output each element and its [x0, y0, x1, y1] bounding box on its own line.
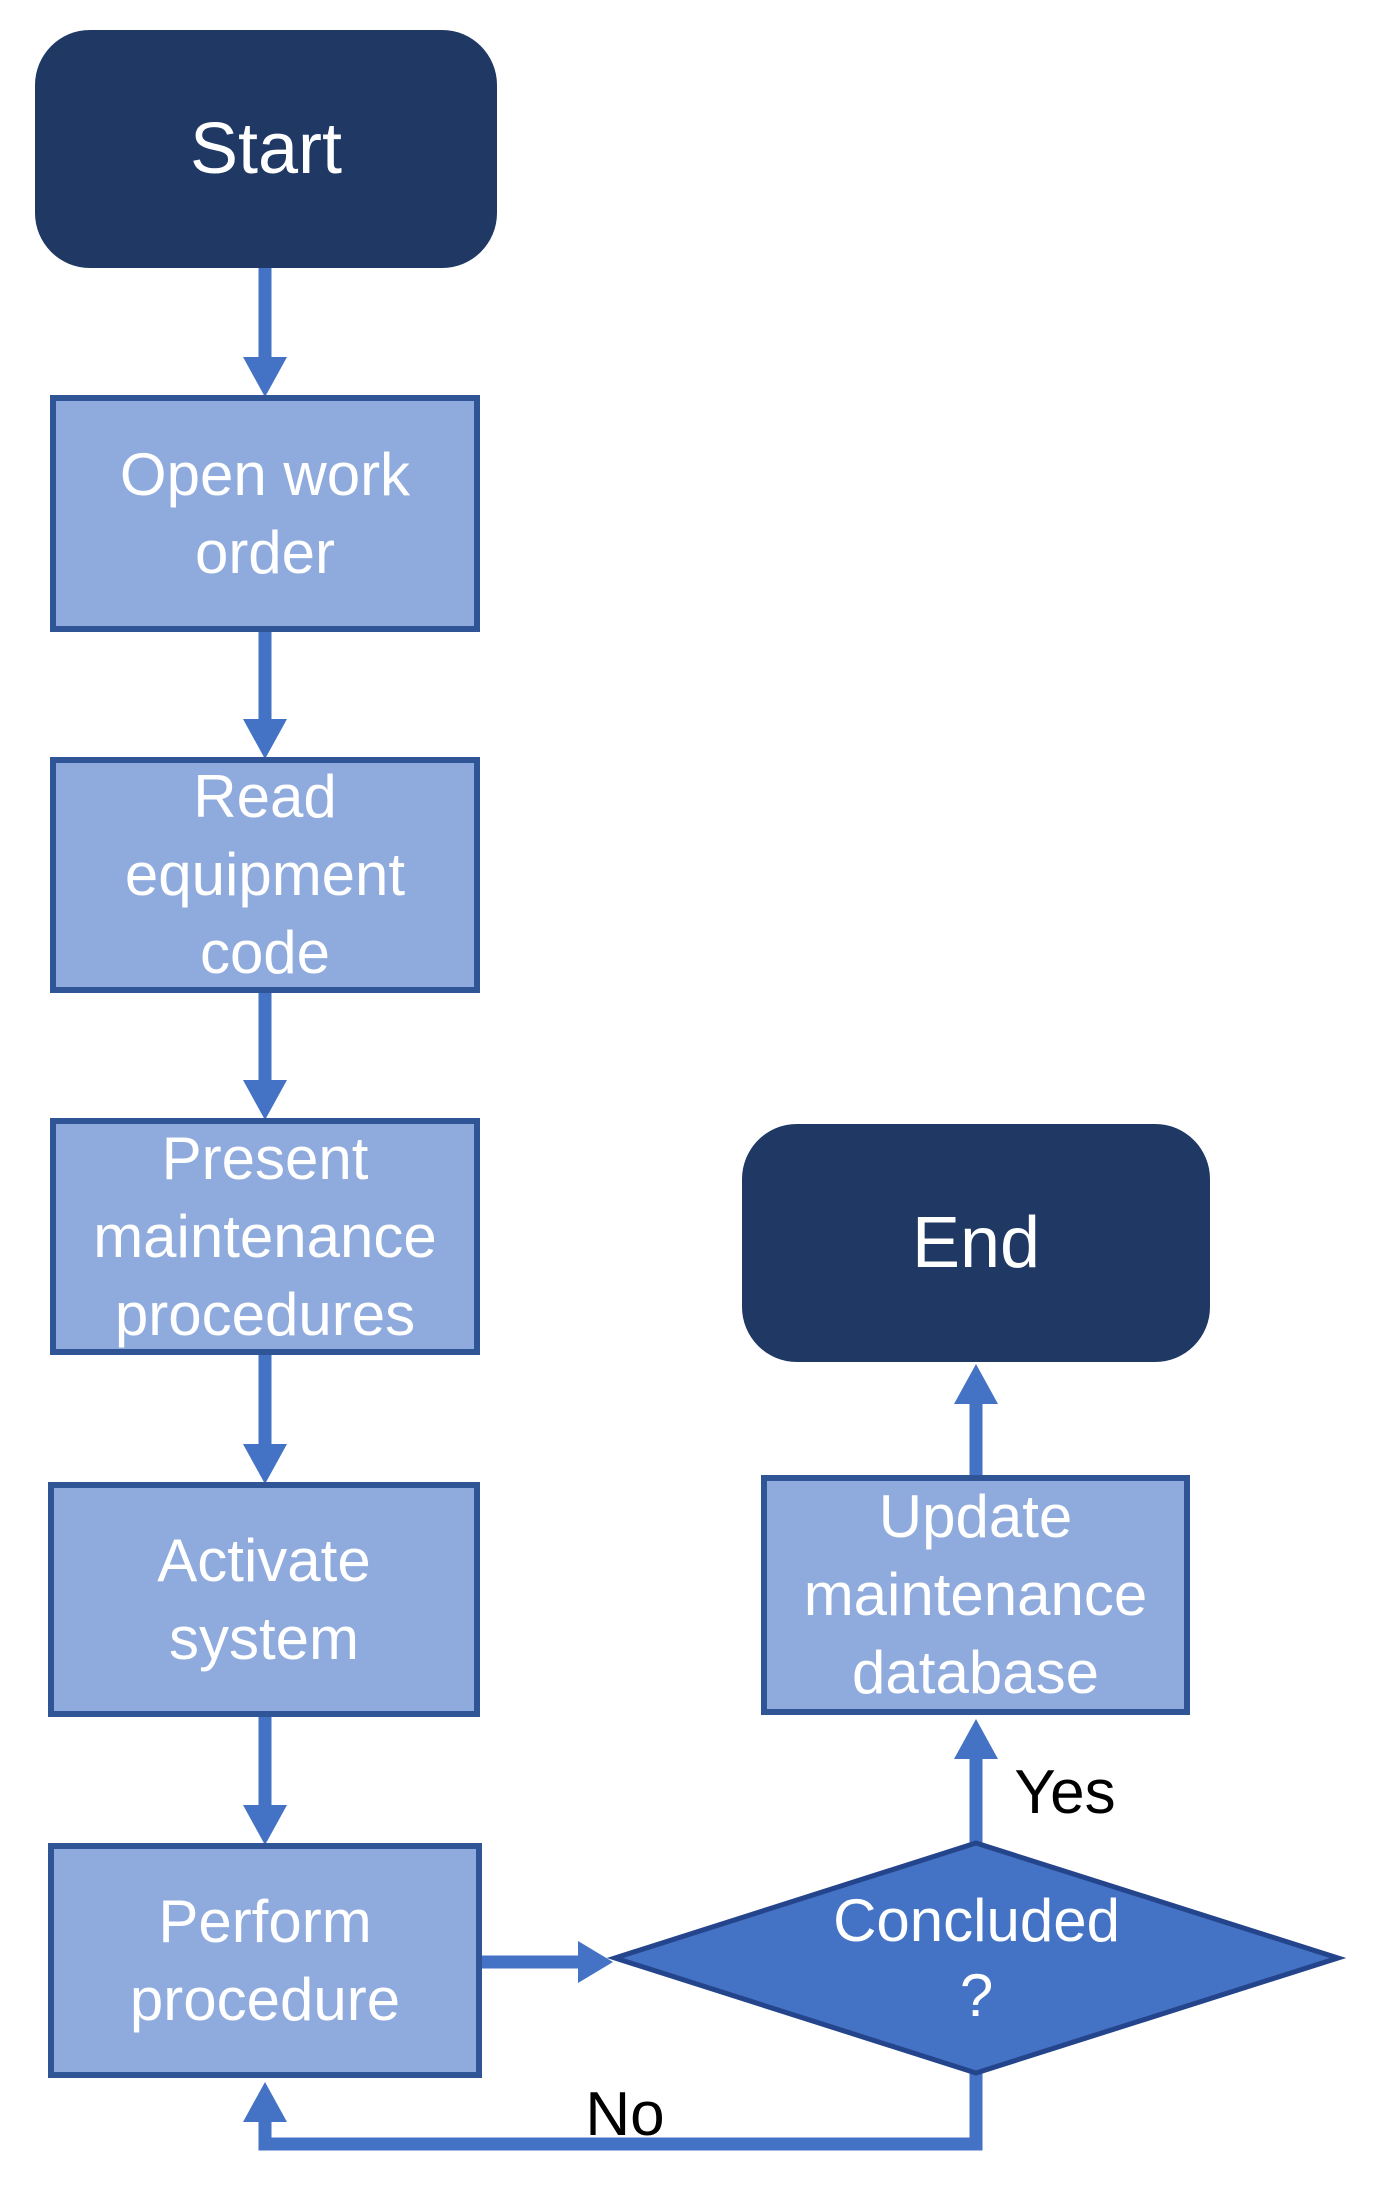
arrow-open-work-order-to-read-equipment-code — [243, 632, 287, 759]
node-perform-procedure-label: Perform procedure — [129, 1887, 401, 2033]
node-update-maintenance-database: Update maintenance database — [761, 1475, 1190, 1715]
node-update-maintenance-database-label: Update maintenance database — [803, 1483, 1148, 1706]
node-end: End — [742, 1124, 1210, 1362]
node-concluded-decision-label: Concluded ? — [833, 1887, 1120, 2029]
node-present-maintenance-procedures: Present maintenance procedures — [50, 1118, 480, 1355]
node-perform-procedure: Perform procedure — [48, 1843, 482, 2078]
node-concluded-decision: Concluded ? — [615, 1843, 1338, 2073]
arrow-present-procedures-to-activate-system — [243, 1355, 287, 1484]
node-read-equipment-code-label: Read equipment code — [124, 763, 406, 986]
node-present-maintenance-procedures-label: Present maintenance procedures — [93, 1124, 437, 1348]
arrow-concluded-no-loop-to-perform-procedure — [243, 2071, 983, 2151]
arrow-read-equipment-code-to-present-procedures — [243, 993, 287, 1120]
node-start-label: Start — [189, 108, 343, 189]
node-open-work-order-label: Open work order — [119, 440, 411, 586]
node-read-equipment-code: Read equipment code — [50, 757, 480, 993]
decision-concluded-shape — [606, 1840, 1347, 2076]
arrow-activate-system-to-perform-procedure — [243, 1717, 287, 1845]
arrow-perform-procedure-to-concluded — [482, 1941, 613, 1983]
node-start: Start — [35, 30, 497, 268]
node-activate-system-label: Activate system — [157, 1526, 371, 1672]
node-activate-system: Activate system — [48, 1482, 480, 1717]
arrow-concluded-to-update-database — [954, 1719, 998, 1845]
node-open-work-order: Open work order — [50, 395, 480, 632]
node-end-label: End — [911, 1202, 1041, 1283]
arrow-start-to-open-work-order — [243, 268, 287, 397]
edge-label-no: No — [585, 2080, 665, 2149]
edge-label-yes: Yes — [1014, 1758, 1116, 1827]
arrow-update-database-to-end — [954, 1364, 998, 1477]
